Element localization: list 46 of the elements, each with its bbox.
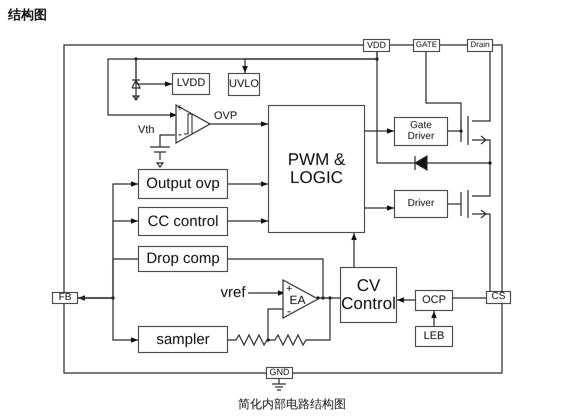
pin-label: Drain [467, 39, 493, 52]
block-box: CC control [138, 207, 228, 236]
block-box: CV Control [340, 267, 397, 323]
signal-label: vref [218, 284, 248, 302]
pin-label: GATE [413, 39, 440, 52]
wire [228, 308, 285, 346]
wire [425, 52, 462, 132]
title: 结构图 [8, 8, 47, 21]
pin-label: CS [486, 291, 511, 304]
arrow [228, 218, 268, 224]
block-box: sampler [138, 326, 228, 353]
arrow [78, 297, 138, 343]
block-box: Output ovp [138, 169, 228, 199]
pin-label: VDD [363, 39, 390, 52]
arrow [210, 121, 268, 127]
caption: 简化内部电路结构图 [238, 398, 346, 410]
arrow [365, 205, 394, 211]
block-box: OCP [415, 290, 453, 311]
edge-label: OVP [214, 111, 238, 122]
arrow [365, 128, 394, 134]
amplifier-label: EA [289, 294, 306, 306]
wire [318, 297, 340, 299]
minus-sign: - [178, 128, 182, 140]
block-box: UVLO [228, 73, 260, 96]
minus-sign: - [287, 305, 291, 317]
arrow [351, 233, 357, 267]
pin-label: GND [266, 367, 293, 379]
pin-label: FB [52, 292, 78, 304]
arrow [397, 297, 415, 303]
arrow [228, 181, 268, 187]
block-box: PWM & LOGIC [268, 105, 365, 233]
arrow [78, 258, 138, 301]
block-box: Drop comp [138, 246, 228, 272]
wire [453, 297, 486, 299]
block-box: LVDD [172, 73, 210, 95]
wire [228, 258, 324, 299]
amplifier-symbol [282, 279, 319, 319]
block-box: Driver [394, 190, 448, 218]
arrow [107, 52, 378, 118]
plus-sign: + [286, 284, 292, 295]
arrow [431, 311, 437, 326]
arrow [248, 290, 285, 296]
block-box: Gate Driver [394, 117, 448, 146]
voltage-label: Vth [138, 125, 155, 136]
comparator-symbol [175, 104, 211, 144]
block-box: LEB [415, 326, 453, 347]
